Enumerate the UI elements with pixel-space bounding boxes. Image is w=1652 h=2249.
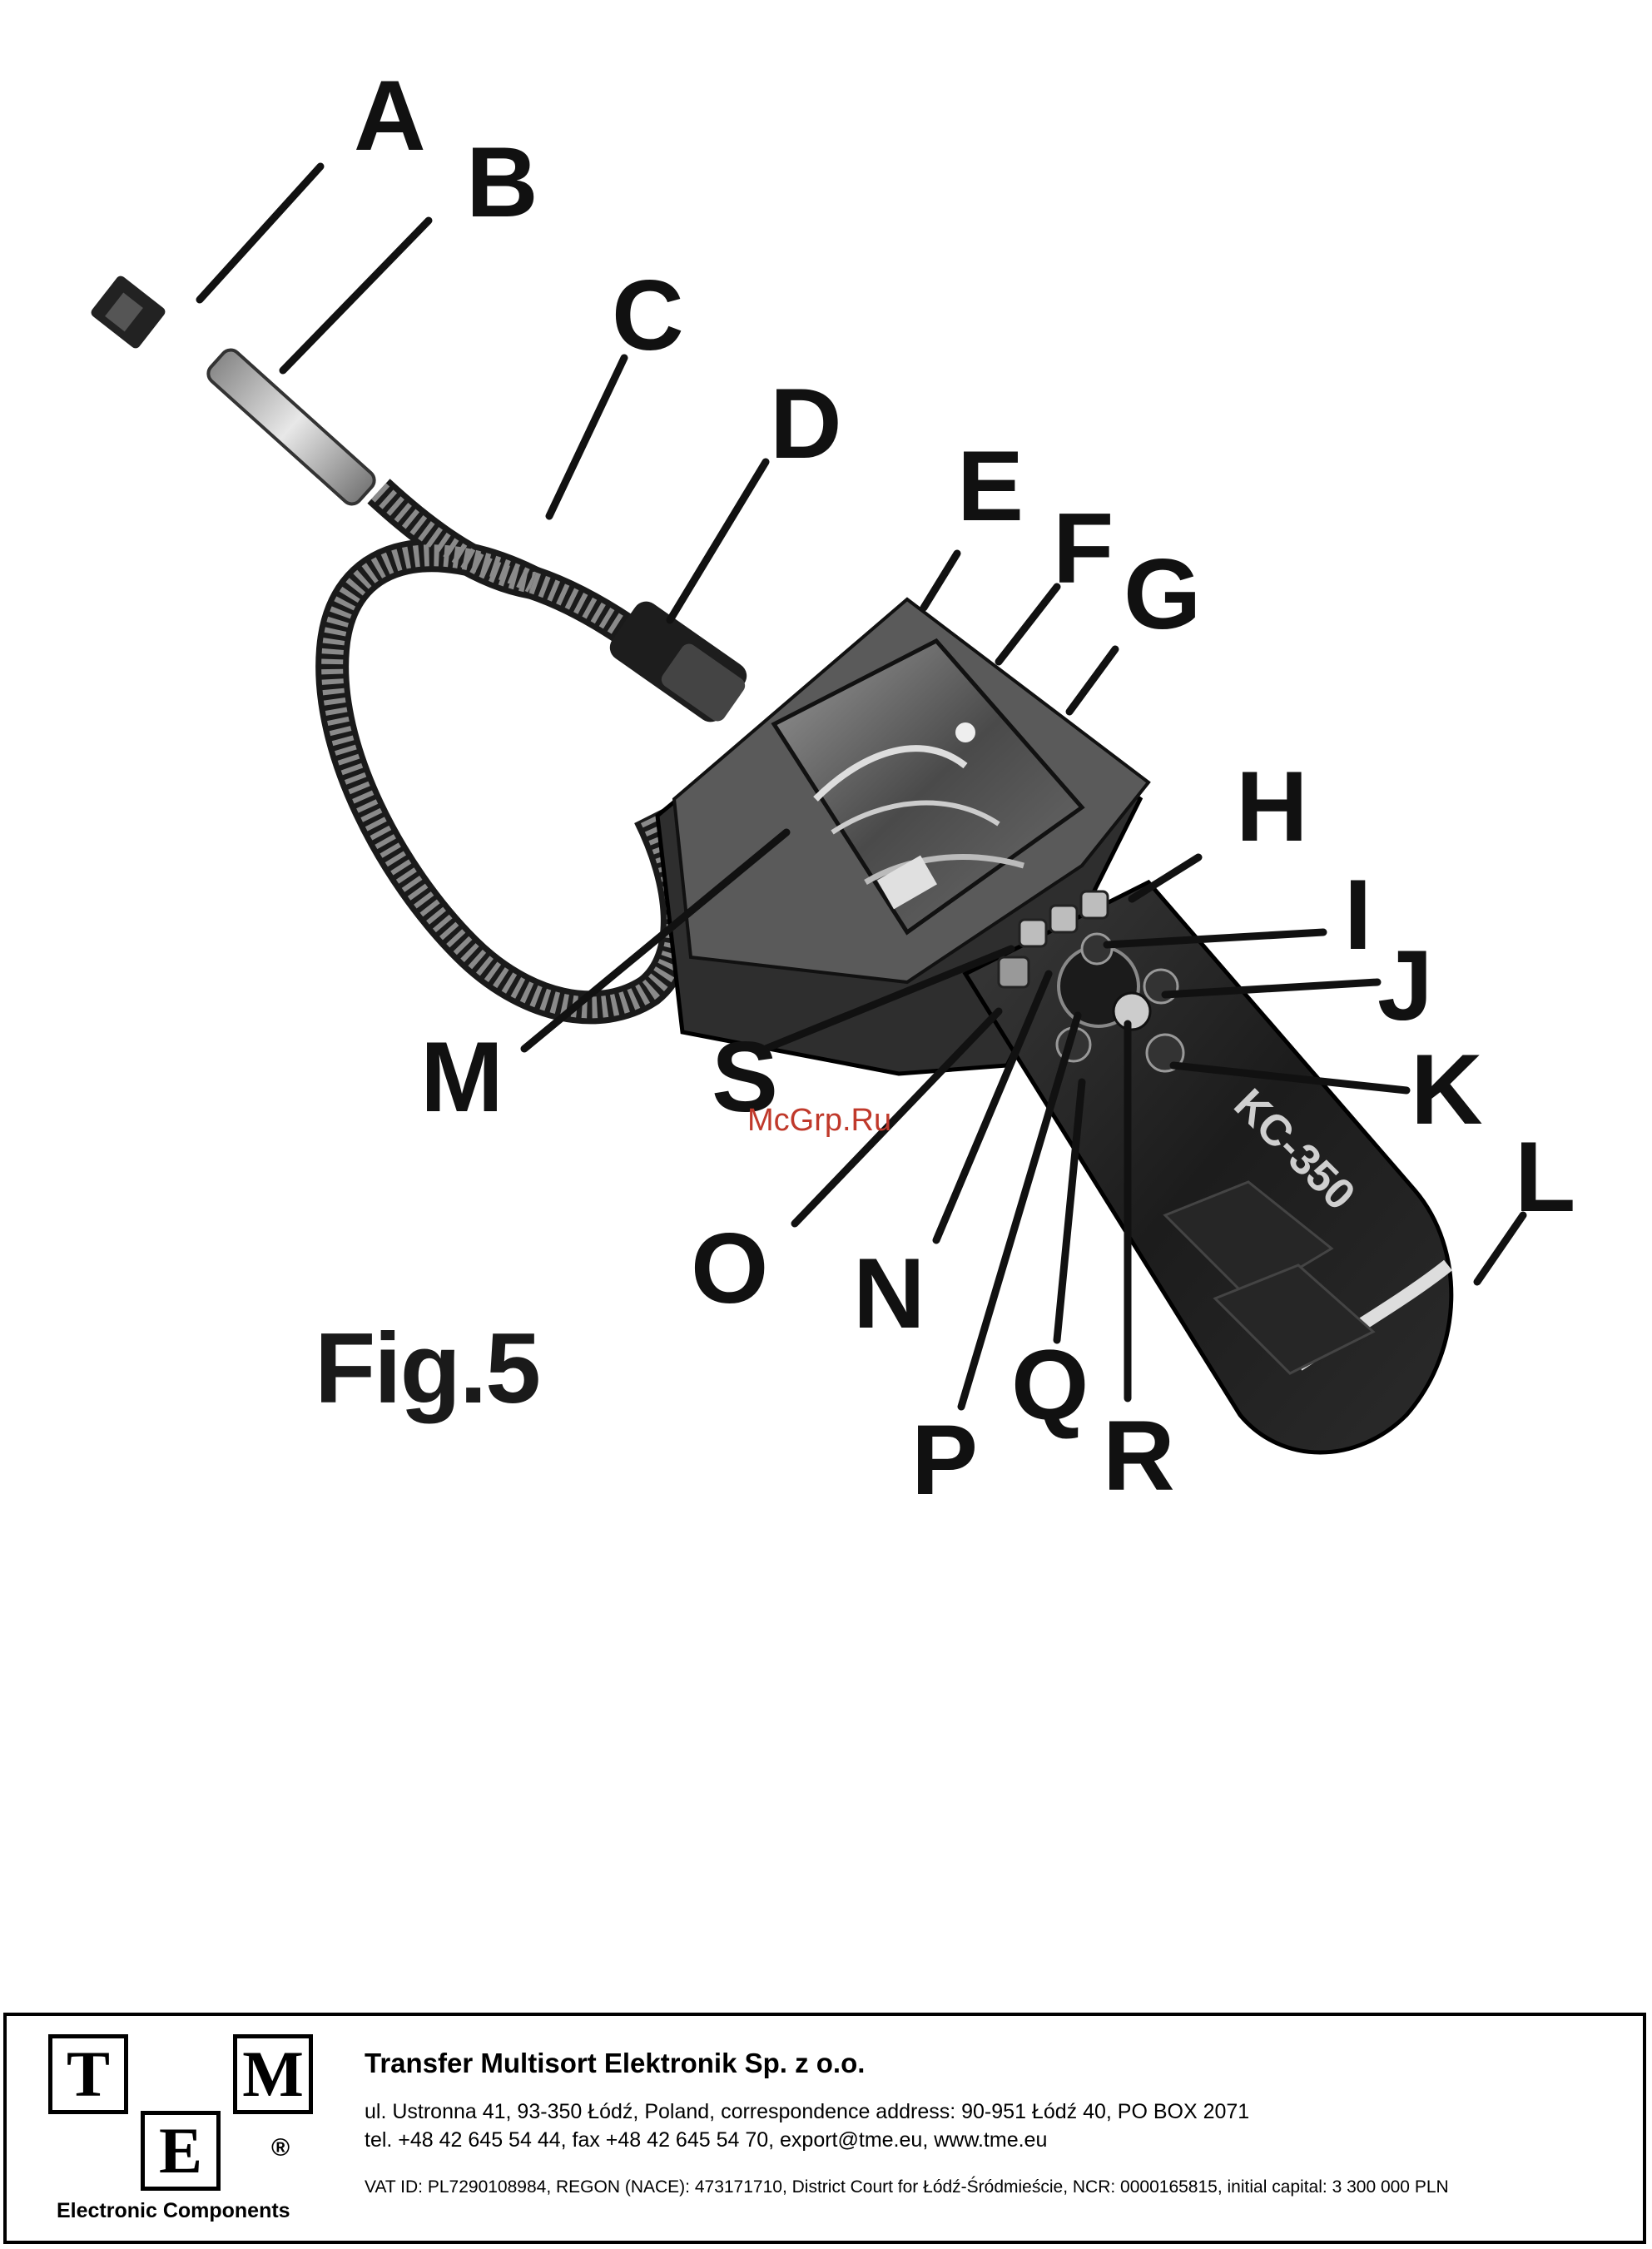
- figure-caption: Fig.5: [315, 1313, 541, 1424]
- registered-mark: ®: [271, 2134, 290, 2162]
- label-n: N: [853, 1238, 925, 1349]
- company-footer: T M E ® Electronic Components Transfer M…: [3, 2013, 1646, 2244]
- lcd-screen: [771, 638, 1085, 936]
- label-o: O: [691, 1213, 768, 1324]
- camera-cap: [91, 276, 166, 349]
- label-q: Q: [1011, 1329, 1089, 1441]
- label-p: P: [911, 1404, 978, 1516]
- watermark: McGrp.Ru: [747, 1103, 892, 1138]
- label-b: B: [466, 127, 538, 238]
- label-l: L: [1515, 1121, 1575, 1233]
- camera-head: [206, 348, 376, 506]
- cable-connector: [609, 601, 747, 722]
- label-k: K: [1411, 1034, 1483, 1145]
- label-h: H: [1236, 751, 1308, 862]
- label-g: G: [1124, 539, 1201, 650]
- logo-subtitle: Electronic Components: [57, 2199, 290, 2222]
- logo-letter-t: T: [48, 2034, 128, 2114]
- label-d: D: [770, 368, 842, 479]
- vat-line: VAT ID: PL7290108984, REGON (NACE): 4731…: [365, 2177, 1449, 2197]
- company-name: Transfer Multisort Elektronik Sp. z o.o.: [365, 2048, 866, 2078]
- tme-logo: T M E ® Electronic Components: [48, 2034, 323, 2230]
- inspection-camera-figure: KC-350 A B C D E F: [91, 60, 1575, 1516]
- label-c: C: [612, 260, 684, 371]
- contact-line: tel. +48 42 645 54 44, fax +48 42 645 54…: [365, 2128, 1048, 2152]
- label-s: S: [712, 1021, 778, 1133]
- label-j: J: [1377, 930, 1433, 1041]
- label-r: R: [1103, 1400, 1175, 1512]
- footer-text: Transfer Multisort Elektronik Sp. z o.o.…: [365, 2048, 1613, 2197]
- gooseneck-cable: [315, 479, 694, 1025]
- label-a: A: [354, 60, 426, 171]
- control-buttons: [997, 890, 1185, 1073]
- label-i: I: [1344, 859, 1372, 971]
- logo-letter-m: M: [233, 2034, 313, 2114]
- address-line: ul. Ustronna 41, 93-350 Łódź, Poland, co…: [365, 2100, 1250, 2123]
- label-m: M: [420, 1021, 504, 1133]
- leader-lines: [196, 162, 1527, 1411]
- label-e: E: [957, 430, 1024, 542]
- label-f: F: [1053, 493, 1114, 604]
- logo-letter-e: E: [141, 2111, 221, 2191]
